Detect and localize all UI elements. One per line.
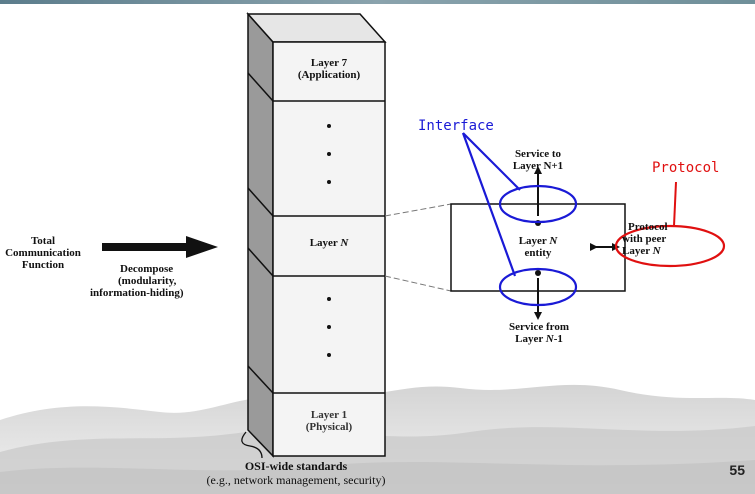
decompose-arrow-head: [186, 236, 218, 258]
layer-n-label: Layer N: [309, 237, 349, 249]
protocol-callout: Protocol: [652, 160, 720, 176]
interface-callout: Interface: [418, 118, 494, 134]
stack-top-face: [246, 13, 387, 43]
decompose-label: Decompose (modularity, information-hidin…: [90, 263, 184, 299]
interface-ellipse-top: [498, 184, 578, 224]
top-accent-bar: [0, 0, 755, 4]
interface-ellipse-bottom: [498, 267, 578, 307]
layer-n-entity-label: Layer N entity: [518, 235, 558, 259]
total-communication-label: Total Communication Function: [5, 235, 81, 271]
layer-7-label: Layer 7 (Application): [297, 57, 361, 81]
osi-standards-bracket: [241, 431, 263, 459]
osi-standards-label: OSI-wide standards (e.g., network manage…: [206, 459, 386, 487]
ellipsis-dot: [327, 297, 331, 301]
protocol-ellipse: [614, 224, 726, 268]
ellipsis-dot: [327, 353, 331, 357]
ellipsis-dot: [327, 325, 331, 329]
ellipsis-dot: [327, 152, 331, 156]
service-to-label: Service to Layer N+1: [512, 148, 564, 172]
layer-1-label: Layer 1 (Physical): [305, 409, 353, 433]
ellipsis-dot: [327, 124, 331, 128]
service-from-label: Service from Layer N-1: [509, 321, 569, 345]
page-number: 55: [729, 462, 745, 478]
ellipsis-dot: [327, 180, 331, 184]
decompose-arrow-shaft: [102, 243, 188, 251]
stack-front-face: [272, 41, 386, 457]
peer-protocol-label: Protocol with peer Layer N: [622, 221, 668, 257]
